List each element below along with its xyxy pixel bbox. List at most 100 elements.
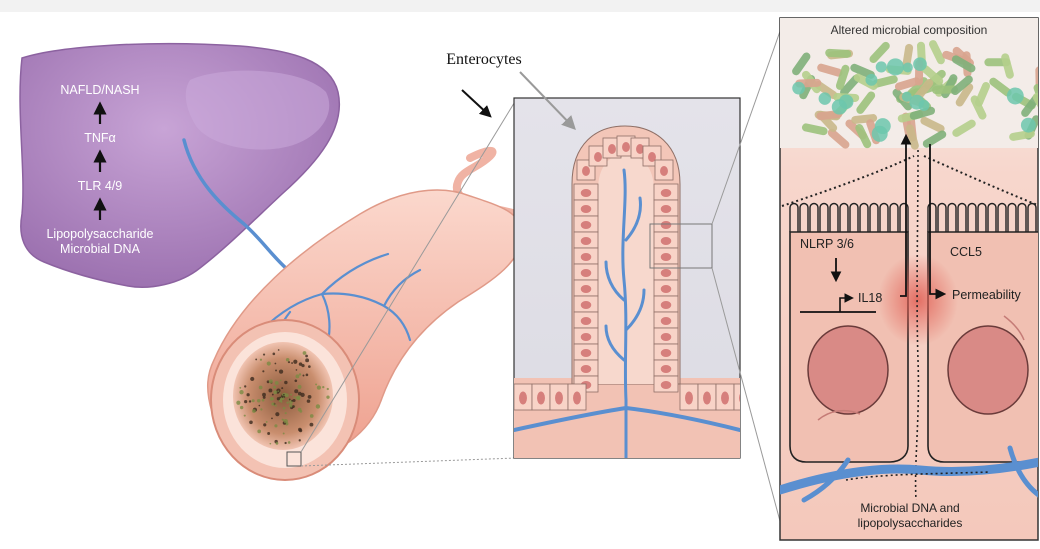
enterocyte (574, 248, 598, 264)
liver: NAFLD/NASH TNFα TLR 4/9 Lipopolysacchari… (20, 44, 339, 294)
lumen-speck (249, 420, 253, 424)
lumen-speck (275, 412, 279, 416)
microvillus (890, 204, 898, 233)
lumen-speck (294, 389, 298, 393)
enterocyte (654, 232, 678, 248)
lumen-speck (308, 365, 311, 368)
enterocyte (574, 312, 598, 328)
lumen-speck (295, 374, 299, 378)
lumen-speck (277, 390, 279, 392)
microbe-cocci (876, 61, 887, 72)
lumen-speck (269, 379, 273, 383)
lumen-speck (275, 363, 277, 365)
top-strip (0, 0, 1040, 12)
lumen-speck (244, 400, 247, 403)
lumen-speck (306, 374, 309, 377)
microvillus (998, 204, 1006, 233)
enterocyte (654, 328, 678, 344)
lumen-speck (270, 443, 272, 445)
lumen-speck (239, 390, 243, 394)
lumen-speck (299, 373, 301, 375)
lumen-speck (262, 399, 265, 402)
lumen-speck (268, 389, 272, 393)
label-enterocytes: Enterocytes (446, 51, 522, 68)
label-il18: IL18 (858, 291, 882, 305)
lumen-speck (303, 351, 307, 355)
lumen-speck (273, 386, 276, 389)
lumen-speck (283, 394, 285, 396)
microvillus (830, 204, 838, 233)
microvillus (978, 204, 986, 233)
lumen-speck (302, 374, 304, 376)
lumen-speck (310, 414, 314, 418)
microbe-cocci (872, 126, 888, 142)
enterocyte (574, 328, 598, 344)
enterocyte (680, 384, 698, 410)
enterocyte (655, 160, 673, 180)
lumen-speck (327, 388, 329, 390)
label-permeability: Permeability (952, 288, 1022, 302)
lumen-speck (274, 424, 277, 427)
lumen-speck (297, 395, 301, 399)
villus-panel (514, 98, 752, 460)
lumen-speck (279, 396, 281, 398)
lumen-speck (308, 395, 312, 399)
lumen-speck (255, 358, 257, 360)
microvillus (938, 204, 946, 233)
lumen-speck (299, 439, 301, 441)
label-nafld-nash: NAFLD/NASH (60, 83, 139, 97)
lumen-speck (299, 362, 303, 366)
label-microbial-dna: Microbial DNA (60, 242, 141, 256)
lumen-speck (260, 408, 262, 410)
lumen-speck (259, 386, 263, 390)
lumen-speck (326, 395, 329, 398)
lumen-speck (281, 387, 283, 389)
microbe-cocci (819, 92, 831, 104)
microbe-cocci (902, 92, 912, 102)
lumen-speck (289, 399, 291, 401)
microbe-cocci (865, 74, 877, 86)
lumen-speck (284, 381, 287, 384)
lumen-speck (298, 408, 302, 412)
label-tnfa: TNFα (84, 131, 116, 145)
lumen-speck (257, 430, 261, 434)
enterocyte (654, 376, 678, 392)
lumen-speck (317, 385, 321, 389)
microvillus (958, 204, 966, 233)
lumen-speck (252, 409, 256, 413)
lumen-speck (293, 396, 295, 398)
lumen-speck (272, 394, 274, 396)
microvillus (800, 204, 808, 233)
lumen-speck (247, 393, 250, 396)
microvillus (968, 204, 976, 233)
enterocyte (514, 384, 532, 410)
label-lipopolysaccharides: lipopolysaccharides (858, 516, 963, 530)
microbe-cocci (903, 62, 913, 72)
lumen-speck (249, 400, 251, 402)
lumen-speck (276, 442, 279, 445)
microvillus (850, 204, 858, 233)
lumen-speck (272, 398, 274, 400)
lumen-speck (290, 394, 292, 396)
lumen-speck (274, 404, 276, 406)
enterocyte (574, 296, 598, 312)
enterocyte (654, 344, 678, 360)
microvillus (810, 204, 818, 233)
label-microbial-dna-and: Microbial DNA and (860, 501, 959, 515)
lumen-speck (289, 404, 293, 408)
detail-panel: Altered microbial composition NLRP 3/6 I… (780, 18, 1040, 540)
enterocyte (568, 384, 586, 410)
microbe-cocci (1007, 88, 1024, 105)
lumen-speck (283, 407, 286, 410)
enterocyte (574, 216, 598, 232)
lumen-speck (300, 393, 304, 397)
lumen-speck (258, 405, 260, 407)
enterocyte (654, 248, 678, 264)
lumen-speck (267, 361, 271, 365)
microbe-cocci (887, 58, 904, 75)
lumen-speck (293, 360, 297, 364)
enterocyte (532, 384, 550, 410)
lumen-speck (273, 390, 277, 394)
lumen-speck (279, 370, 283, 374)
